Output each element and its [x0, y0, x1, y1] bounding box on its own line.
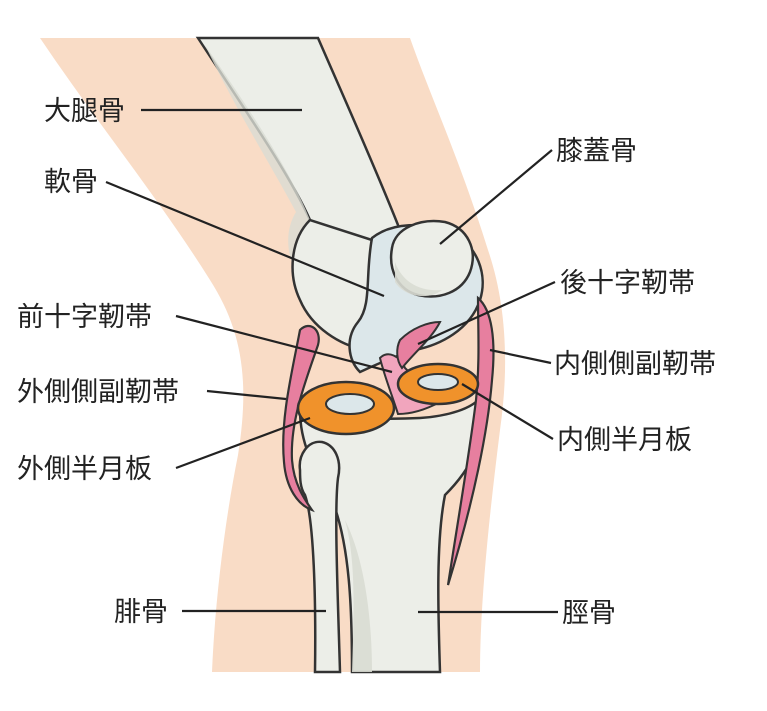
label-pcl: 後十字靭帯 [560, 268, 695, 299]
leader-patella [439, 149, 553, 245]
label-fibula: 腓骨 [114, 597, 168, 628]
leader-lcl [206, 389, 287, 401]
leader-medial-meniscus [461, 383, 554, 440]
leader-pcl [417, 280, 556, 346]
leader-lateral-meniscus [175, 416, 311, 470]
label-lateral-meniscus: 外側半月板 [17, 454, 152, 485]
label-medial-meniscus: 内側半月板 [557, 425, 692, 456]
label-patella: 膝蓋骨 [556, 136, 637, 167]
label-lcl: 外側側副靭帯 [17, 377, 179, 408]
fibula [298, 440, 342, 674]
label-femur: 大腿骨 [44, 96, 125, 127]
label-cartilage: 軟骨 [44, 167, 98, 198]
medial-meniscus-hole [417, 373, 459, 391]
leader-acl [175, 314, 393, 374]
label-mcl: 内側側副靭帯 [554, 349, 716, 380]
leader-lines [105, 108, 558, 614]
lateral-meniscus-hole [325, 393, 375, 415]
tibia-shade [345, 520, 372, 672]
label-acl: 前十字靭帯 [17, 302, 152, 333]
medial-collateral-ligament [446, 295, 495, 586]
label-tibia: 脛骨 [562, 598, 616, 629]
leader-cartilage [105, 180, 385, 298]
patella-shade [395, 262, 442, 297]
posterior-cruciate-ligament [396, 320, 442, 370]
lateral-collateral-ligament [282, 324, 320, 513]
leader-mcl [489, 348, 552, 365]
